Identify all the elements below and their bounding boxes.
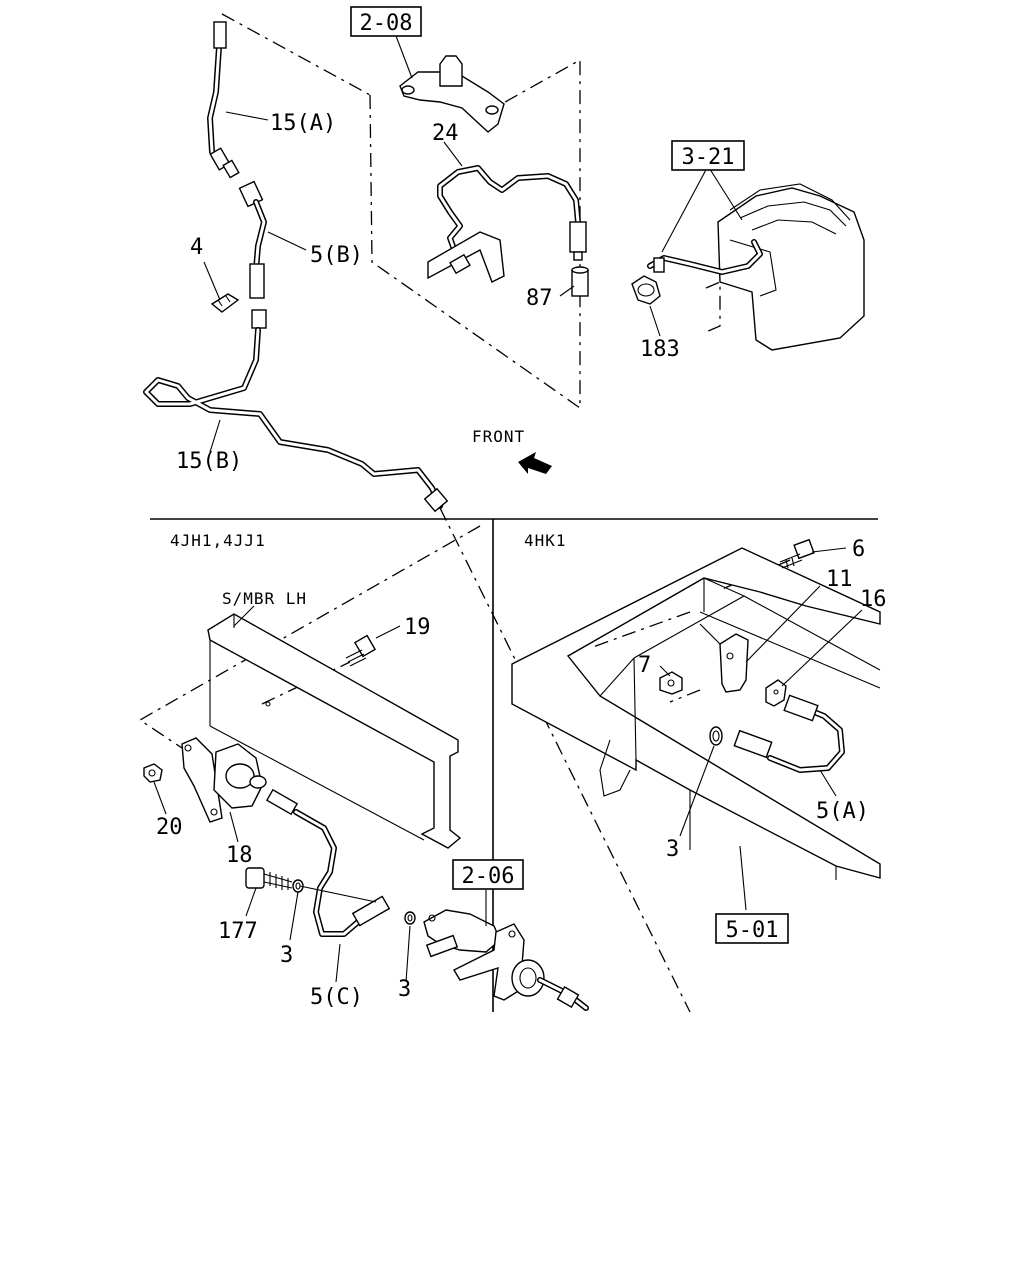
label-11: 11: [826, 567, 853, 592]
label-3-left: 3: [280, 943, 293, 968]
bracket-11: [699, 623, 749, 693]
label-6: 6: [852, 537, 865, 562]
leader-lines: [153, 35, 863, 983]
hose-5c: [265, 788, 391, 937]
label-smbr-lh: S/MBR LH: [222, 589, 307, 608]
nut-20: [143, 763, 163, 783]
bolt-6: [779, 538, 815, 569]
washer-3-left: [292, 879, 377, 903]
washer-3-right: [709, 726, 723, 746]
ref-2-06-text: 2-06: [462, 864, 515, 889]
frame-4hk1: [511, 547, 881, 880]
label-front: FRONT: [472, 427, 525, 446]
pipe-15b: [143, 327, 449, 513]
label-3-mid: 3: [398, 977, 411, 1002]
ref-box-5-01: 5-01: [715, 913, 789, 944]
clip-4: [210, 293, 240, 313]
label-7: 7: [638, 653, 651, 678]
label-variant-left: 4JH1,4JJ1: [170, 531, 266, 550]
label-5b: 5(B): [310, 243, 363, 268]
part-87: [571, 266, 589, 297]
label-177: 177: [218, 919, 258, 944]
bolt-177: [245, 867, 293, 890]
reservoir-tank-3-21: [647, 183, 865, 351]
ref-box-2-08: 2-08: [350, 6, 422, 37]
label-24: 24: [432, 121, 459, 146]
label-variant-right: 4HK1: [524, 531, 567, 550]
label-3-right: 3: [666, 837, 679, 862]
label-16: 16: [860, 587, 887, 612]
bracket-16: [765, 679, 787, 707]
label-5c: 5(C): [310, 985, 363, 1010]
ref-3-21-text: 3-21: [682, 145, 735, 170]
side-member-lh: [207, 613, 462, 849]
front-arrow-icon: [518, 452, 552, 474]
label-15b: 15(B): [176, 449, 242, 474]
ref-box-2-06: 2-06: [452, 859, 524, 890]
hose-5b: [238, 180, 267, 329]
clutch-cylinder-2-06: [423, 909, 589, 1011]
hose-clamp-183: [631, 257, 665, 305]
slave-cylinder-18: [181, 737, 267, 823]
ref-2-08-text: 2-08: [360, 11, 413, 36]
label-18: 18: [226, 843, 253, 868]
label-4: 4: [190, 235, 203, 260]
ref-box-3-21: 3-21: [671, 140, 745, 171]
master-cylinder-2-08: [399, 55, 505, 133]
label-20: 20: [156, 815, 183, 840]
label-19: 19: [404, 615, 431, 640]
washer-3-mid: [404, 911, 416, 925]
part-labels: 15(A) 24 5(B) 4 87 183 15(B) FRONT 4JH1,…: [156, 111, 887, 1010]
label-15a-upper: 15(A): [270, 111, 336, 136]
label-87: 87: [526, 286, 553, 311]
label-183: 183: [640, 337, 680, 362]
pipe-15a-upper: [207, 21, 240, 179]
label-5a: 5(A): [816, 799, 869, 824]
pipe-24: [427, 165, 587, 283]
ref-5-01-text: 5-01: [726, 918, 779, 943]
hose-5a: [733, 694, 845, 773]
nut-7: [659, 671, 683, 695]
bolt-19: [345, 634, 377, 667]
